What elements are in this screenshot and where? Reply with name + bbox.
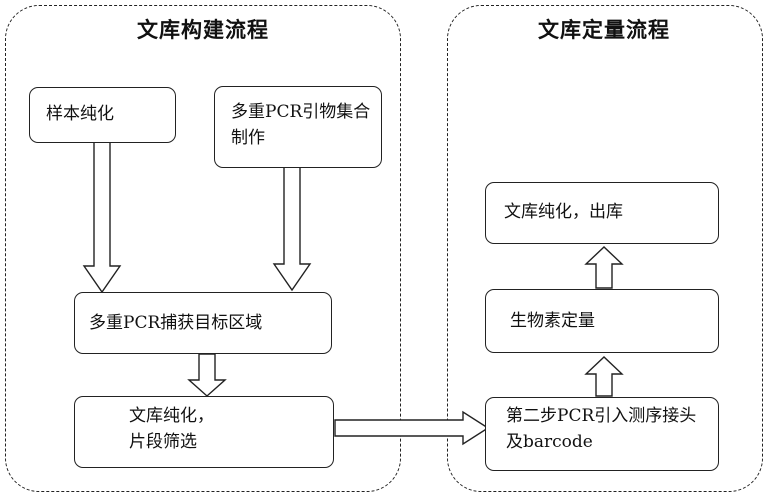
multiplex-pcr-capture-box: 多重PCR捕获目标区域 bbox=[74, 292, 332, 354]
library-purify-out-box: 文库纯化，出库 bbox=[485, 182, 719, 244]
library-purify-out-label: 文库纯化，出库 bbox=[504, 202, 623, 222]
library-construction-title: 文库构建流程 bbox=[137, 18, 269, 42]
library-quantification-panel bbox=[447, 5, 763, 492]
arrow-down-1 bbox=[82, 141, 122, 294]
library-construction-panel bbox=[5, 5, 401, 492]
library-purify-select-box: 文库纯化，片段筛选 bbox=[74, 396, 334, 468]
biotin-quant-box: 生物素定量 bbox=[485, 289, 719, 353]
library-quantification-title: 文库定量流程 bbox=[538, 18, 670, 42]
sample-purify-box: 样本纯化 bbox=[29, 87, 176, 143]
arrow-down-3 bbox=[187, 353, 227, 397]
arrow-up-2 bbox=[584, 246, 624, 289]
arrow-up-1 bbox=[584, 356, 624, 397]
second-pcr-adapter-box: 第二步PCR引入测序接头及barcode bbox=[485, 397, 719, 471]
primer-set-prep-box: 多重PCR引物集合制作 bbox=[214, 86, 382, 168]
arrow-down-2 bbox=[272, 165, 312, 292]
arrow-right-cross bbox=[334, 410, 490, 446]
second-pcr-adapter-label: 第二步PCR引入测序接头及barcode bbox=[506, 406, 697, 452]
multiplex-pcr-capture-label: 多重PCR捕获目标区域 bbox=[89, 313, 263, 333]
library-purify-select-label: 文库纯化，片段筛选 bbox=[129, 406, 214, 452]
biotin-quant-label: 生物素定量 bbox=[510, 311, 595, 331]
primer-set-prep-label: 多重PCR引物集合制作 bbox=[231, 102, 371, 148]
sample-purify-label: 样本纯化 bbox=[46, 104, 114, 124]
